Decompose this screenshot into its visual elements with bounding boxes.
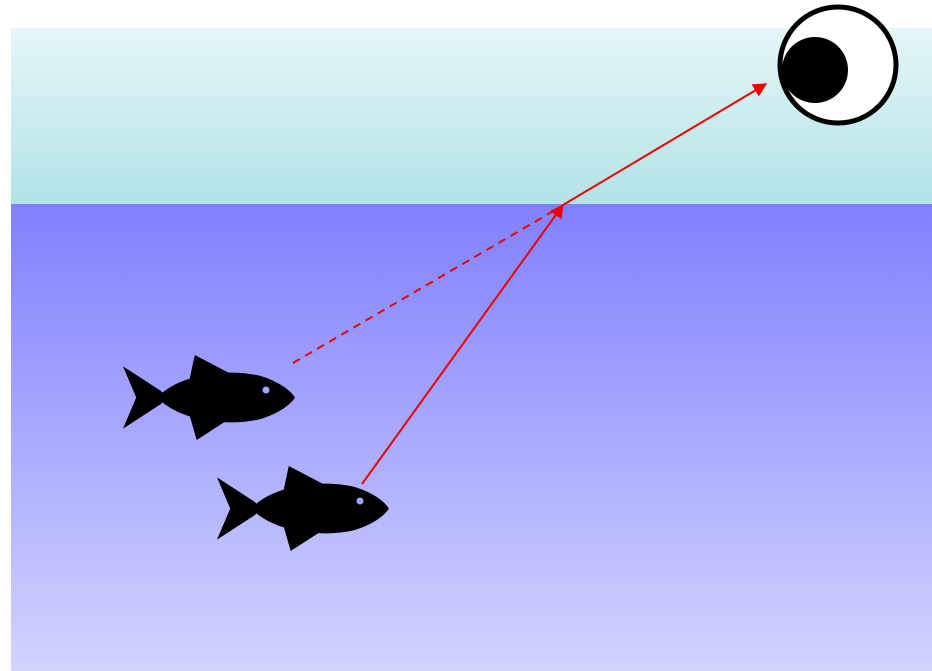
observer-eye-icon bbox=[780, 7, 896, 123]
eye-pupil bbox=[782, 37, 848, 103]
apparent-fish-eye bbox=[263, 387, 270, 394]
water-region bbox=[11, 204, 932, 671]
real-fish-eye bbox=[357, 498, 364, 505]
